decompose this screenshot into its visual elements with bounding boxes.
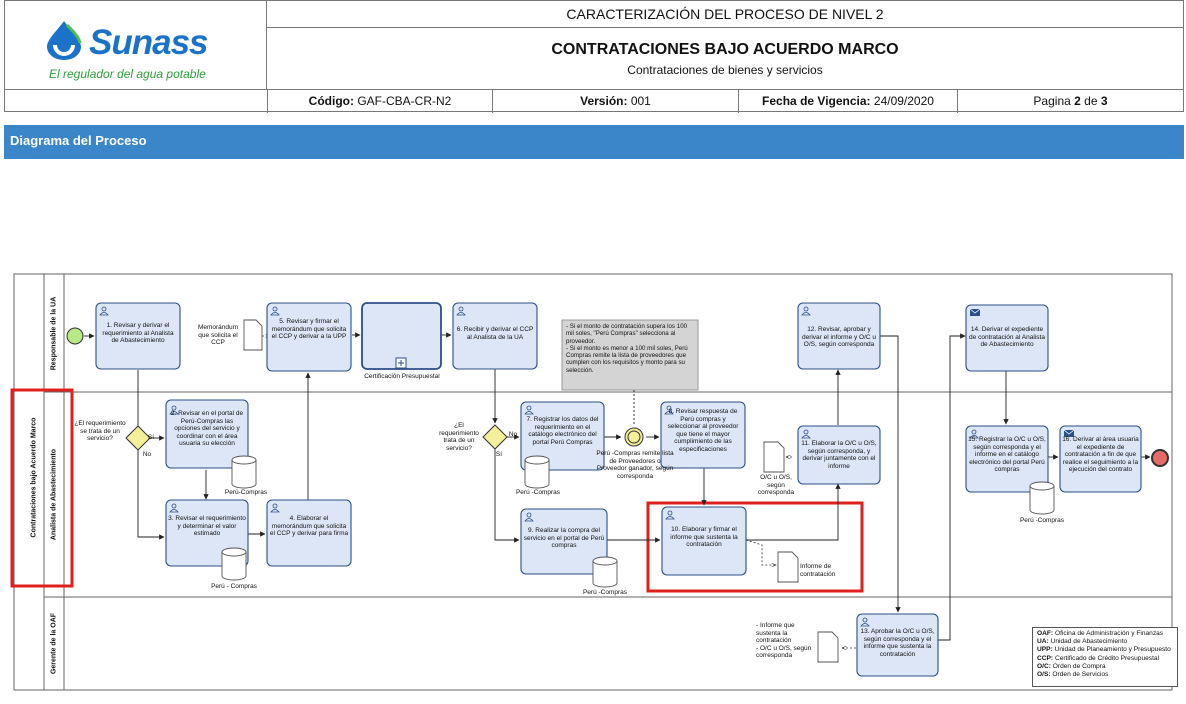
legend-row: O/S: Orden de Servicios xyxy=(1037,671,1109,679)
header-title: CARACTERIZACIÓN DEL PROCESO DE NIVEL 2 xyxy=(267,1,1183,28)
subprocess-ccp xyxy=(361,302,442,370)
gateway-2-no: No xyxy=(508,431,518,438)
annotation-text: - Si el monto de contratación supera los… xyxy=(566,323,688,374)
document-memo-label: Memorándum que solicita el CCP xyxy=(197,324,239,347)
section-title: Diagrama del Proceso xyxy=(4,125,1184,159)
document-ocos xyxy=(763,441,785,473)
datastore-4 xyxy=(592,561,618,588)
water-drop-icon xyxy=(47,21,82,60)
task-8 xyxy=(660,401,746,469)
task-11-label: 11. Elaborar la O/C u O/S, según corresp… xyxy=(801,440,877,470)
codigo-cell: Código: GAF-CBA-CR-N2 xyxy=(267,90,492,113)
datastore-4-label: Perú -Compras xyxy=(582,589,628,596)
task-12 xyxy=(797,302,881,370)
document-g-docs xyxy=(817,631,839,663)
start-event xyxy=(66,327,84,345)
task-16-label: 16. Derivar al área usuaria el expedient… xyxy=(1062,436,1139,474)
task-16 xyxy=(1059,425,1142,493)
pagina-cell: Pagina 2 de 3 xyxy=(957,90,1183,113)
task-7 xyxy=(520,401,605,471)
gateway-2-yes: Sí xyxy=(495,451,503,458)
task-11 xyxy=(797,425,881,485)
document-ocos-label: O/C u O/S, según corresponda xyxy=(757,474,795,497)
header-meta-row: Código: GAF-CBA-CR-N2 Versión: 001 Fecha… xyxy=(5,89,1183,113)
logo-tagline: El regulador del agua potable xyxy=(49,67,206,81)
task-10-label: 10. Elaborar y firmar el informe que sus… xyxy=(670,526,738,549)
legend-row: UPP: Unidad de Planeamiento y Presupuest… xyxy=(1037,646,1171,654)
task-7-label: 7. Registrar los datos del requerimiento… xyxy=(526,416,599,446)
end-event xyxy=(1151,449,1169,467)
gateway-1-yes: Sí xyxy=(147,434,155,441)
task-6-label: 6. Recibir y derivar el CCP al Analista … xyxy=(456,326,534,341)
document-header: Sunass El regulador del agua potable CAR… xyxy=(4,0,1184,113)
task-2-label: 2. Revisar en el portal de Perú-Compras … xyxy=(170,410,244,448)
process-subtitle: Contrataciones de bienes y servicios xyxy=(627,63,823,77)
task-9 xyxy=(520,508,608,575)
abbreviation-legend: OAF: Oficina de Administración y Finanza… xyxy=(1032,627,1178,687)
datastore-5 xyxy=(1029,486,1055,515)
document-g-docs-label: - Informe que sustenta la contratación -… xyxy=(756,622,812,660)
document-informe xyxy=(777,551,799,583)
event-label: Perú -Compras remite lista de Proveedore… xyxy=(596,450,674,480)
task-4 xyxy=(266,499,352,567)
datastore-3-label: Perú -Compras xyxy=(515,489,561,496)
lane-label-analista: Analista de Abastecimiento xyxy=(50,448,58,541)
gateway-2 xyxy=(482,424,508,450)
task-12-label: 12. Revisar, aprobar y derivar el inform… xyxy=(801,326,877,349)
task-6 xyxy=(452,302,538,370)
task-10 xyxy=(661,506,747,576)
datastore-1 xyxy=(231,460,257,489)
gateway-1-no: No xyxy=(142,451,152,458)
gateway-1 xyxy=(125,425,151,451)
task-1-label: 1. Revisar y derivar el requerimiento al… xyxy=(102,322,174,345)
task-3-label: 3. Revisar el requerimiento y determinar… xyxy=(168,515,246,538)
logo-wordmark: Sunass xyxy=(89,23,208,62)
gateway-2-question: ¿El requerimiento trata de un servicio? xyxy=(439,422,479,452)
task-5 xyxy=(266,302,352,372)
lane-label-gerente: Gerente de la OAF xyxy=(50,612,58,675)
task-14-label: 14. Derivar el expediente de contratació… xyxy=(969,326,1045,349)
task-1 xyxy=(95,302,181,370)
task-2 xyxy=(165,399,249,469)
highlight-box-pool xyxy=(10,388,74,588)
legend-row: UA: Unidad de Abastecimiento xyxy=(1037,638,1128,646)
subprocess-label: Certificación Presupuestal xyxy=(364,373,440,380)
text-annotation xyxy=(561,319,699,391)
legend-row: CCP: Certificado de Crédito Presupuestal xyxy=(1037,654,1160,662)
document-memo xyxy=(243,319,263,351)
lane-label-responsable: Responsable de la UA xyxy=(50,296,58,371)
highlight-box-task10 xyxy=(646,501,864,593)
task-5-label: 5. Revisar y firmar el memorándum que so… xyxy=(271,318,347,341)
datastore-1-label: Perú-Compras xyxy=(224,489,268,496)
fecha-cell: Fecha de Vigencia: 24/09/2020 xyxy=(738,90,957,113)
datastore-2 xyxy=(221,552,247,581)
task-9-label: 9. Realizar la compra del servicio en el… xyxy=(523,527,605,550)
legend-row: OAF: Oficina de Administración y Finanza… xyxy=(1037,630,1164,637)
legend-row: O/C: Orden de Compra xyxy=(1037,662,1106,670)
datastore-3 xyxy=(524,460,550,489)
pool-frame xyxy=(13,273,1173,691)
sunass-logo: Sunass El regulador del agua potable xyxy=(5,1,267,89)
gateway-1-question: ¿El requerimiento se trata de un servici… xyxy=(74,420,126,443)
pool-label: Contrataciones bajo Acuerdo Marco xyxy=(30,417,38,538)
task-14 xyxy=(965,304,1049,372)
task-13-label: 13. Aprobar la O/C u O/S, según correspo… xyxy=(860,628,935,658)
version-cell: Versión: 001 xyxy=(492,90,738,113)
task-8-label: 8. Revisar respuesta de Perú compras y s… xyxy=(667,408,739,453)
task-15 xyxy=(965,425,1049,493)
task-4-label: 4. Elaborar el memorándum que solicita e… xyxy=(269,515,349,538)
process-title: CONTRATACIONES BAJO ACUERDO MARCO xyxy=(551,41,899,58)
task-13 xyxy=(856,613,939,677)
datastore-2-label: Perú - Compras xyxy=(211,583,257,590)
task-15-label: 15. Registrar la O/C u O/S, según corres… xyxy=(968,436,1046,474)
document-informe-label: Informe de contratación xyxy=(800,563,836,578)
datastore-5-label: Perú -Compras xyxy=(1019,517,1065,524)
